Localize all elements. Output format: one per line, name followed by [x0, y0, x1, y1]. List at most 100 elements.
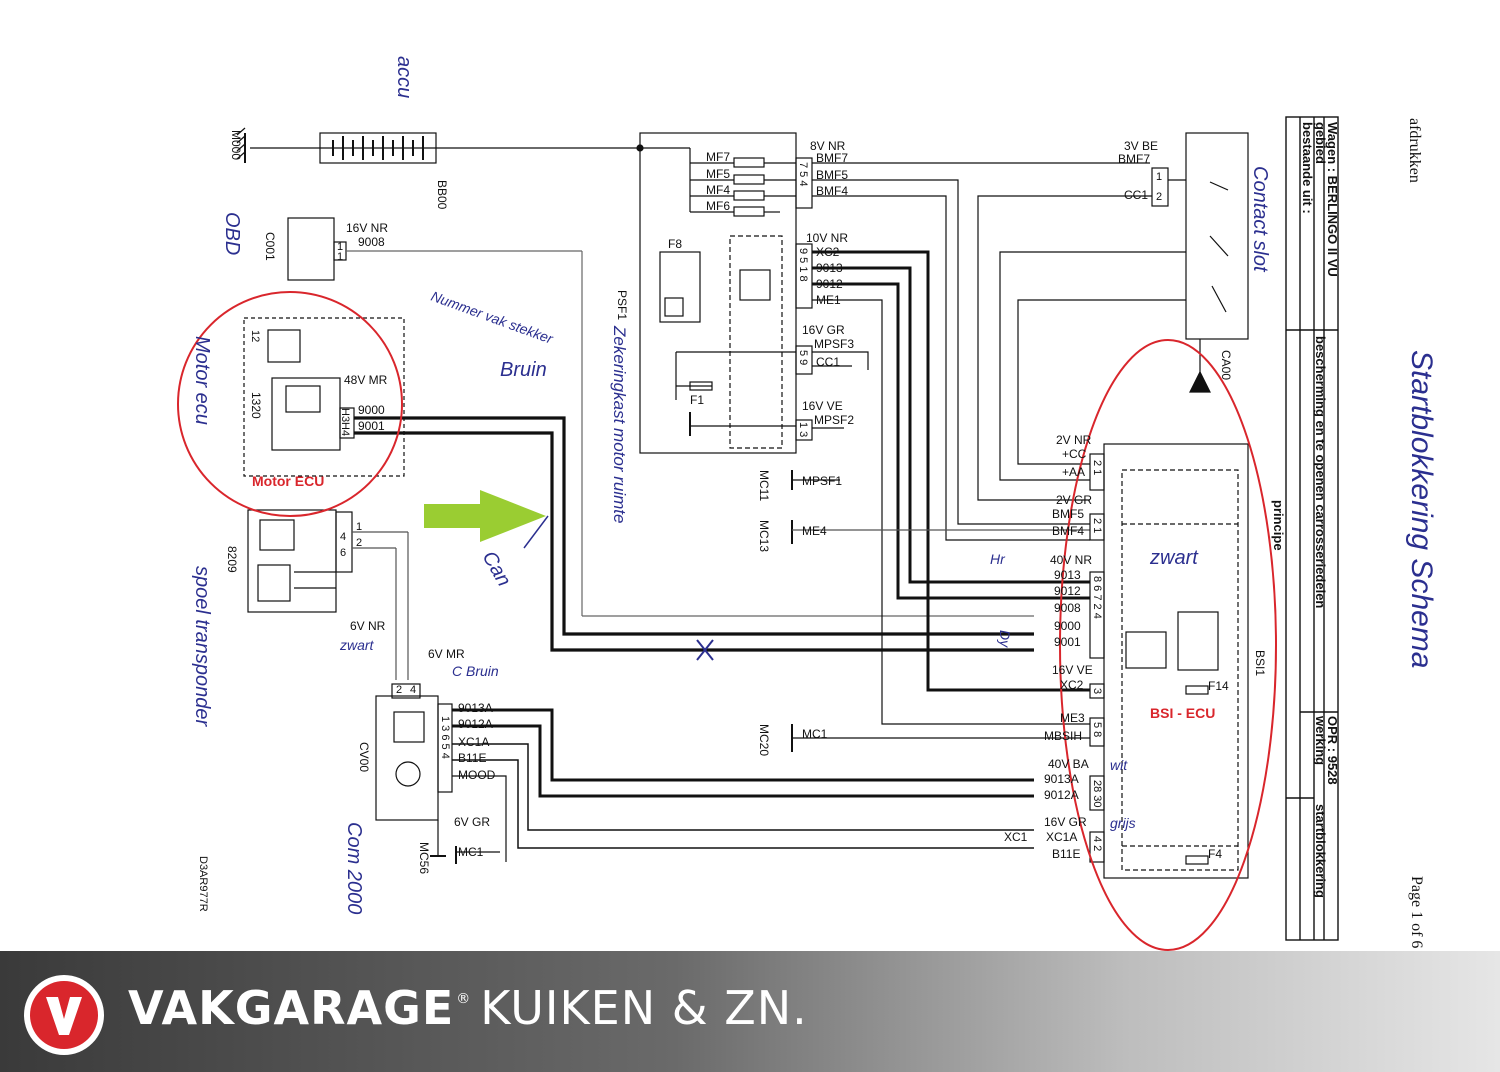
psf-mpsf2: MPSF2: [814, 413, 854, 427]
bsi-f14: F14: [1208, 679, 1229, 693]
psf-bmf4: BMF4: [816, 184, 848, 198]
pin-8209-1: 1: [356, 521, 362, 533]
hw-spoel: spoel transponder: [191, 566, 213, 727]
label-mc20: MC20: [757, 724, 771, 756]
ca-pin-2: 2: [1156, 191, 1162, 203]
bsi-xc1a: XC1A: [1046, 830, 1077, 844]
psf-16vve: 16V VE: [802, 399, 843, 413]
psf-9012: 9012: [816, 277, 843, 291]
tb-wagen: Wagen : BERLINGO II VU: [1325, 122, 1340, 277]
pin-8209-6: 6: [340, 547, 346, 559]
ca-cc1: CC1: [1124, 188, 1148, 202]
bsi-9008: 9008: [1054, 601, 1081, 615]
hw-zekeringkast: Zekeringkast motor ruimte: [610, 325, 629, 523]
label-bb00: BB00: [435, 180, 449, 210]
psf-13: 1 3: [797, 422, 809, 437]
footer-banner: VAKGARAGE ® KUIKEN & ZN.: [0, 951, 1500, 1072]
hw-can: Can: [478, 548, 515, 591]
label-8209: 8209: [225, 546, 239, 573]
label-ca00: CA00: [1219, 350, 1233, 380]
registered-mark: ®: [456, 991, 471, 1007]
psf-mf6: MF6: [706, 199, 730, 213]
hw-wit: wit: [1110, 757, 1128, 773]
hw-accu: accu: [393, 56, 415, 98]
psf-mf7: MF7: [706, 150, 730, 164]
wire-6vmr: 6V MR: [428, 647, 465, 661]
cv-pin-2: 2: [396, 684, 402, 696]
bsi-bmf5: BMF5: [1052, 507, 1084, 521]
psf-f1: F1: [690, 393, 704, 407]
wire-9000-ecu: 9000: [358, 403, 385, 417]
psf-f8: F8: [668, 237, 682, 251]
label-page: Page 1 of 6: [1408, 876, 1425, 948]
bsi-pins-mid: 8 6 7 2 4: [1091, 576, 1103, 619]
tb-bestaande: bestaande uit :: [1300, 122, 1315, 214]
bsi-9013a: 9013A: [1044, 772, 1079, 786]
hw-cbruin: C Bruin: [452, 663, 499, 679]
hw-motor-ecu: Motor ecu: [191, 336, 213, 425]
label-mc13: MC13: [757, 520, 771, 552]
hw-zw2: zwart: [1149, 547, 1199, 569]
bsi-40vnr: 40V NR: [1050, 553, 1092, 567]
psf-10vnr: 10V NR: [806, 231, 848, 245]
tb-startblokkering: startblokkering: [1313, 804, 1328, 898]
label-m000: M000: [229, 130, 243, 160]
cv-pins: 1 3 6 5 4: [439, 716, 451, 759]
label-c001: C001: [263, 232, 277, 261]
label-mpsf1: MPSF1: [802, 474, 842, 488]
label-afdrukken: afdrukken: [1406, 118, 1423, 183]
hw-bruin: Bruin: [500, 359, 547, 381]
psf-mf5: MF5: [706, 167, 730, 181]
label-psf1: PSF1: [615, 290, 629, 320]
bsi-aa: +AA: [1062, 465, 1085, 479]
bsi-9012: 9012: [1054, 584, 1081, 598]
label-cv00: CV00: [357, 742, 371, 772]
hw-dy: Dy: [997, 630, 1013, 648]
cv-xc1a: XC1A: [458, 735, 489, 749]
bsi-9001: 9001: [1054, 635, 1081, 649]
wire-9001-ecu: 9001: [358, 419, 385, 433]
cv-b11e: B11E: [458, 751, 486, 765]
label-1320: 1320: [249, 392, 263, 419]
pin-8209-4: 4: [340, 531, 346, 543]
hw-obd: OBD: [221, 212, 243, 255]
cv-9012a: 9012A: [458, 717, 493, 731]
ca-pin-1: 1: [1156, 171, 1162, 183]
bsi-pins-me: 5 8: [1091, 722, 1103, 737]
bsi-xc1: XC1: [1004, 830, 1028, 844]
bsi-9000: 9000: [1054, 619, 1081, 633]
hw-zwart: zwart: [339, 637, 375, 653]
label-mc1-b: MC1: [458, 845, 484, 859]
hw-hr: Hr: [990, 551, 1006, 567]
bsi-bmf4: BMF4: [1052, 524, 1084, 538]
psf-cc1: CC1: [816, 355, 840, 369]
wire-9008-obd: 9008: [358, 235, 385, 249]
label-mc11: MC11: [757, 470, 771, 501]
bsi-9013: 9013: [1054, 568, 1081, 582]
label-bsi1: BSI1: [1253, 650, 1267, 676]
bsi-b11e: B11E: [1052, 847, 1080, 861]
psf-754: 7 5 4: [797, 162, 809, 186]
psf-16vgr: 16V GR: [802, 323, 845, 337]
bsi-xc2: XC2: [1060, 678, 1084, 692]
tb-bescherming: bescherming en te openen carrosseriedele…: [1313, 336, 1328, 608]
psf-mpsf3: MPSF3: [814, 337, 854, 351]
brand-wordmark: VAKGARAGE ® KUIKEN & ZN.: [128, 981, 808, 1045]
bsi-9012a: 9012A: [1044, 788, 1079, 802]
psf-8vnr: 8V NR: [810, 139, 846, 153]
psf-bmf7: BMF7: [816, 151, 848, 165]
label-mc1-a: MC1: [802, 727, 828, 741]
wire-6vnr: 6V NR: [350, 619, 386, 633]
bsi-40vba: 40V BA: [1048, 757, 1089, 771]
bsi-cc: +CC: [1062, 447, 1087, 461]
bsi-mbsih: MBSIH: [1044, 729, 1082, 743]
bsi-2vgr: 2V GR: [1056, 493, 1092, 507]
psf-mf4: MF4: [706, 183, 730, 197]
bsi-pins-gr: 4 2: [1091, 836, 1103, 851]
pin-8209-2: 2: [356, 537, 362, 549]
cv-mood: MOOD: [458, 768, 496, 782]
bsi-16vve: 16V VE: [1052, 663, 1093, 677]
psf-9013: 9013: [816, 261, 843, 275]
tb-opr: OPR : 9528: [1325, 716, 1340, 785]
label-me4: ME4: [802, 524, 827, 538]
